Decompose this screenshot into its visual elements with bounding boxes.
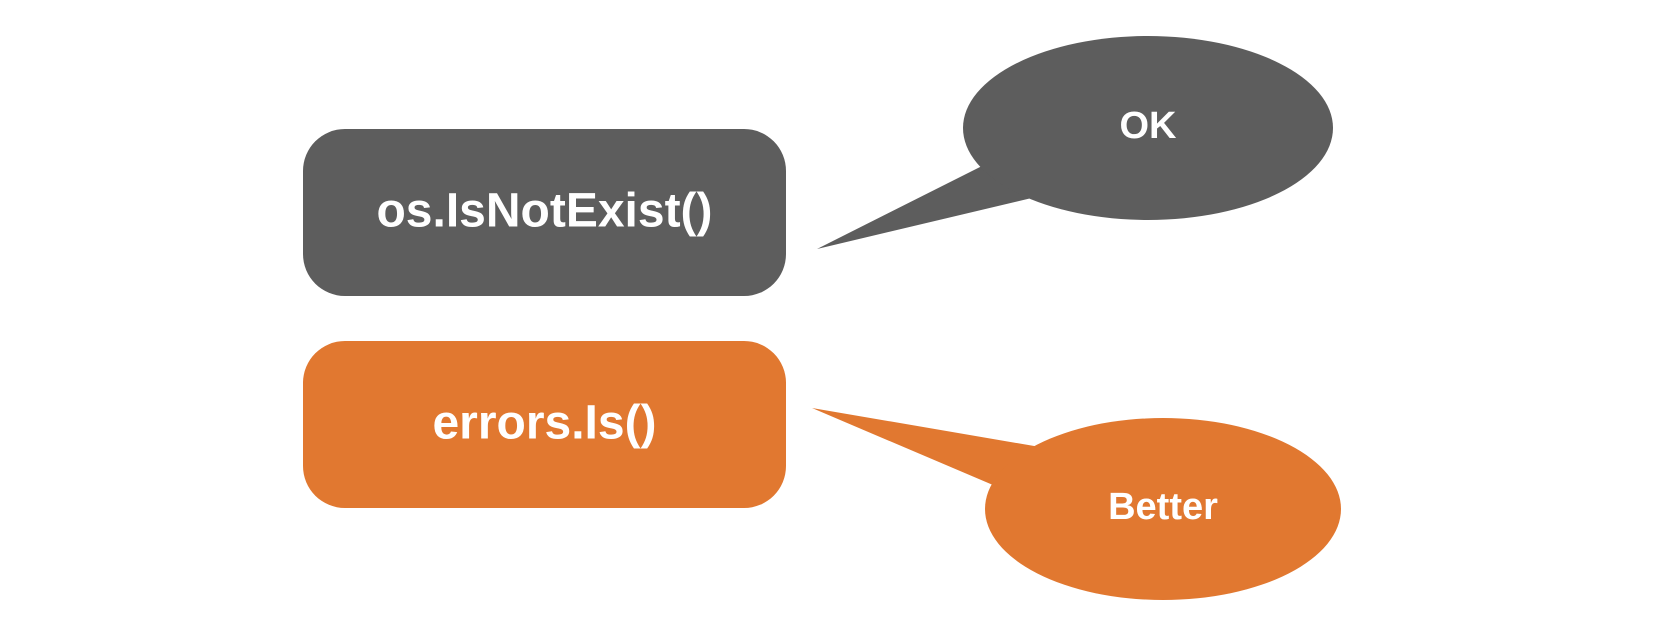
box-errors-is-label: errors.Is() (432, 397, 656, 450)
callout-better: Better (812, 408, 1341, 600)
callout-ok: OK (817, 36, 1333, 249)
box-os-isnotexist-shape (303, 129, 786, 296)
callout-better-tail (812, 408, 1040, 488)
callout-better-label: Better (1108, 486, 1218, 528)
callout-ok-tail (817, 164, 1040, 249)
callout-better-bubble (985, 418, 1341, 600)
box-os-isnotexist: os.IsNotExist() (303, 129, 786, 296)
box-os-isnotexist-label: os.IsNotExist() (376, 185, 712, 238)
box-errors-is-shape (303, 341, 786, 508)
callout-ok-label: OK (1120, 105, 1178, 147)
callout-ok-bubble (963, 36, 1333, 220)
box-errors-is: errors.Is() (303, 341, 786, 508)
